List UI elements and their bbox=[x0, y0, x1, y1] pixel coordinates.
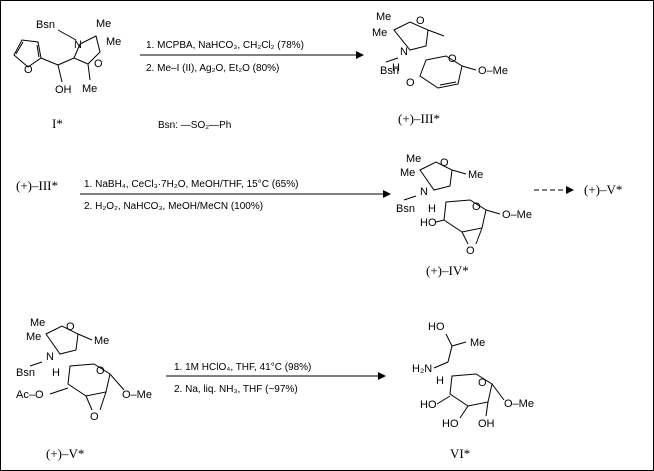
bsn-definition: Bsn: —SO₂—Ph bbox=[158, 120, 231, 131]
dashed-arrow bbox=[534, 186, 574, 194]
reaction-2-condition-2: 2. H₂O₂, NaHCO₃, MeOH/MeCN (100%) bbox=[84, 201, 263, 212]
atom-label: N bbox=[400, 46, 408, 58]
atom-label: O bbox=[66, 321, 75, 333]
reaction-arrow-3 bbox=[166, 372, 386, 380]
atom-label: HO bbox=[420, 217, 437, 229]
atom-label: Ac–O bbox=[16, 389, 44, 401]
atom-label: O bbox=[90, 411, 99, 423]
reaction-1-condition-1: 1. MCPBA, NaHCO₃, CH₂Cl₂ (78%) bbox=[146, 40, 304, 51]
atom-label: O–Me bbox=[504, 398, 534, 410]
compound-I: O OH Bsn N Me Me O Me bbox=[13, 18, 121, 96]
compound-label-IV: (+)–IV* bbox=[426, 263, 469, 278]
reaction-2-condition-1: 1. NaBH₄, CeCl₃·7H₂O, MeOH/THF, 15°C (65… bbox=[84, 179, 298, 190]
atom-label: O bbox=[416, 15, 425, 27]
atom-label: O bbox=[478, 377, 487, 389]
furan-ring bbox=[13, 39, 42, 68]
atom-label: H bbox=[52, 367, 60, 379]
atom-label: Bsn bbox=[396, 203, 415, 215]
compound-V: Me Me O Me N Bsn H O O–Me Ac–O O bbox=[16, 317, 152, 423]
compound-label-III: (+)–III* bbox=[398, 111, 440, 126]
atom-label: H bbox=[392, 62, 400, 74]
atom-label: O–Me bbox=[122, 389, 152, 401]
atom-label: O bbox=[466, 245, 475, 257]
atom-label: Me bbox=[406, 153, 421, 165]
reaction-arrow-1 bbox=[140, 51, 364, 59]
reaction-1-condition-2: 2. Me–I (II), Ag₂O, Et₂O (80%) bbox=[146, 63, 279, 74]
compound-label-VI: VI* bbox=[450, 446, 470, 461]
atom-label: N bbox=[46, 351, 54, 363]
atom-label: Me bbox=[106, 36, 121, 48]
atom-label: Me bbox=[26, 331, 41, 343]
atom-label: HO bbox=[442, 418, 459, 430]
compound-label-I: I* bbox=[52, 116, 63, 131]
atom-label: H bbox=[428, 203, 436, 215]
atom-label: HO bbox=[420, 399, 437, 411]
atom-label: O–Me bbox=[502, 209, 532, 221]
atom-label: H bbox=[436, 375, 444, 387]
compound-label-V-next: (+)–V* bbox=[584, 182, 622, 197]
atom-label: O bbox=[406, 77, 415, 89]
atom-label: O bbox=[440, 157, 449, 169]
reaction-arrow-2 bbox=[80, 190, 391, 198]
atom-label: OH bbox=[478, 418, 495, 430]
atom-label: HO bbox=[428, 321, 445, 333]
atom-label: Me bbox=[470, 337, 485, 349]
atom-label: Me bbox=[376, 11, 391, 23]
atom-label: O bbox=[94, 58, 103, 70]
reaction-3-condition-1: 1. 1M HClO₄, THF, 41°C (98%) bbox=[174, 362, 311, 373]
reaction-3-condition-2: 2. Na, liq. NH₃, THF (~97%) bbox=[174, 384, 298, 395]
atom-label: OH bbox=[55, 84, 72, 96]
atom-label: O–Me bbox=[478, 65, 508, 77]
atom-label: Me bbox=[372, 27, 387, 39]
atom-label: Bsn bbox=[36, 19, 55, 31]
furan-oxygen-label: O bbox=[24, 64, 33, 76]
atom-label: Me bbox=[468, 169, 483, 181]
atom-label: O bbox=[96, 365, 105, 377]
compound-label-III-start: (+)–III* bbox=[16, 178, 58, 193]
atom-label: Me bbox=[82, 83, 97, 95]
atom-label: Me bbox=[30, 317, 45, 329]
compound-IV: Me Me O Me N H Bsn O O–Me HO O bbox=[396, 153, 532, 257]
compound-VI: HO Me H₂N H O O–Me HO HO OH bbox=[412, 321, 534, 430]
atom-label: O bbox=[448, 53, 457, 65]
atom-label: Me bbox=[94, 335, 109, 347]
atom-label: Me bbox=[96, 18, 111, 30]
compound-III: Me Me O N H Bsn O O O–Me bbox=[372, 11, 508, 89]
atom-label: Me bbox=[400, 167, 415, 179]
atom-label: N bbox=[420, 186, 428, 198]
atom-label: H₂N bbox=[412, 363, 432, 375]
atom-label: O bbox=[472, 201, 481, 213]
atom-label: Bsn bbox=[16, 367, 35, 379]
atom-label: N bbox=[74, 39, 82, 51]
atom-label: Bsn bbox=[380, 65, 399, 77]
compound-label-V: (+)–V* bbox=[46, 446, 84, 461]
